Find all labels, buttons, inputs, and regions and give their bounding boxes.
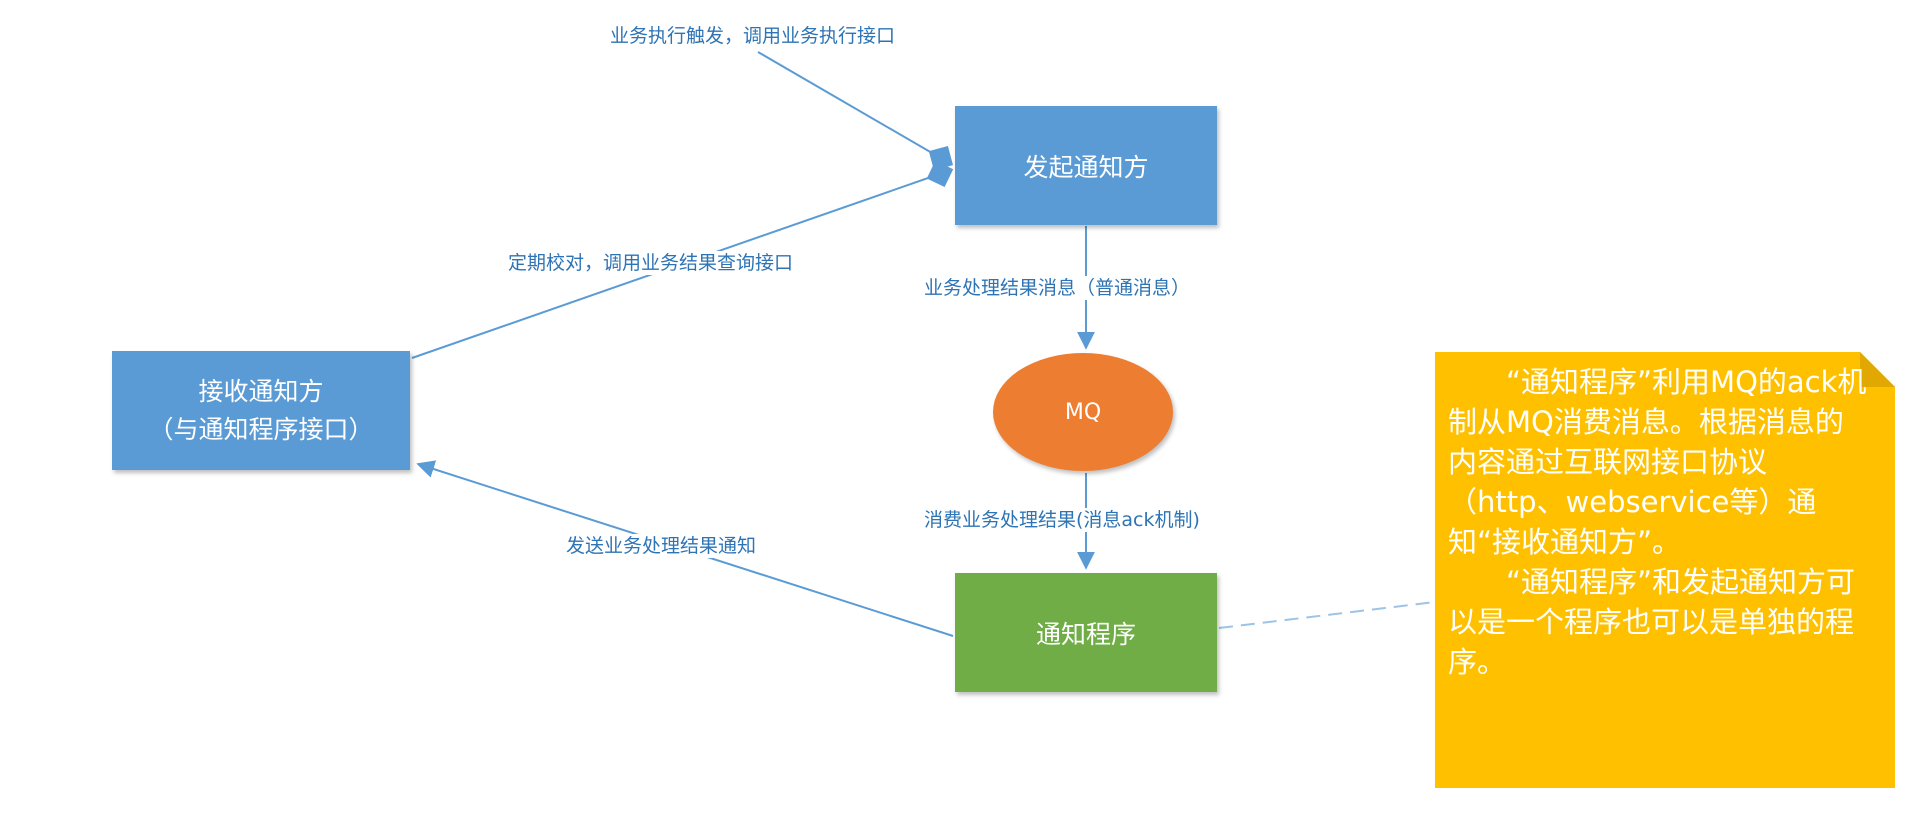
- note-paragraph-2: “通知程序”和发起通知方可以是一个程序也可以是单独的程序。: [1448, 565, 1856, 679]
- mq-node: MQ: [993, 353, 1173, 471]
- edge-trigger: [757, 51, 954, 171]
- edge-label-send-notification: 发送业务处理结果通知: [564, 534, 759, 558]
- edge-label-reconcile: 定期校对，调用业务结果查询接口: [506, 251, 796, 275]
- note-text: “通知程序”利用MQ的ack机制从MQ消费消息。根据消息的内容通过互联网接口协议…: [1448, 362, 1868, 682]
- receiver-sublabel: （与通知程序接口）: [148, 414, 374, 444]
- initiator-node: 发起通知方: [955, 106, 1217, 225]
- receiver-label: 接收通知方: [198, 376, 324, 406]
- note-connector: [1218, 601, 1436, 629]
- edge-label-trigger: 业务执行触发，调用业务执行接口: [608, 24, 898, 48]
- edge-label-consume: 消费业务处理结果(消息ack机制): [922, 508, 1202, 532]
- mq-label: MQ: [1064, 399, 1102, 425]
- note-shape: [1435, 352, 1895, 788]
- edge-label-result-message: 业务处理结果消息（普通消息）: [922, 276, 1193, 300]
- receiver-node: 接收通知方 （与通知程序接口）: [112, 351, 410, 470]
- notifier-node: 通知程序: [955, 573, 1217, 692]
- notifier-label: 通知程序: [1035, 619, 1136, 649]
- note-paragraph-1: “通知程序”利用MQ的ack机制从MQ消费消息。根据消息的内容通过互联网接口协议…: [1448, 365, 1867, 559]
- initiator-label: 发起通知方: [1023, 152, 1149, 182]
